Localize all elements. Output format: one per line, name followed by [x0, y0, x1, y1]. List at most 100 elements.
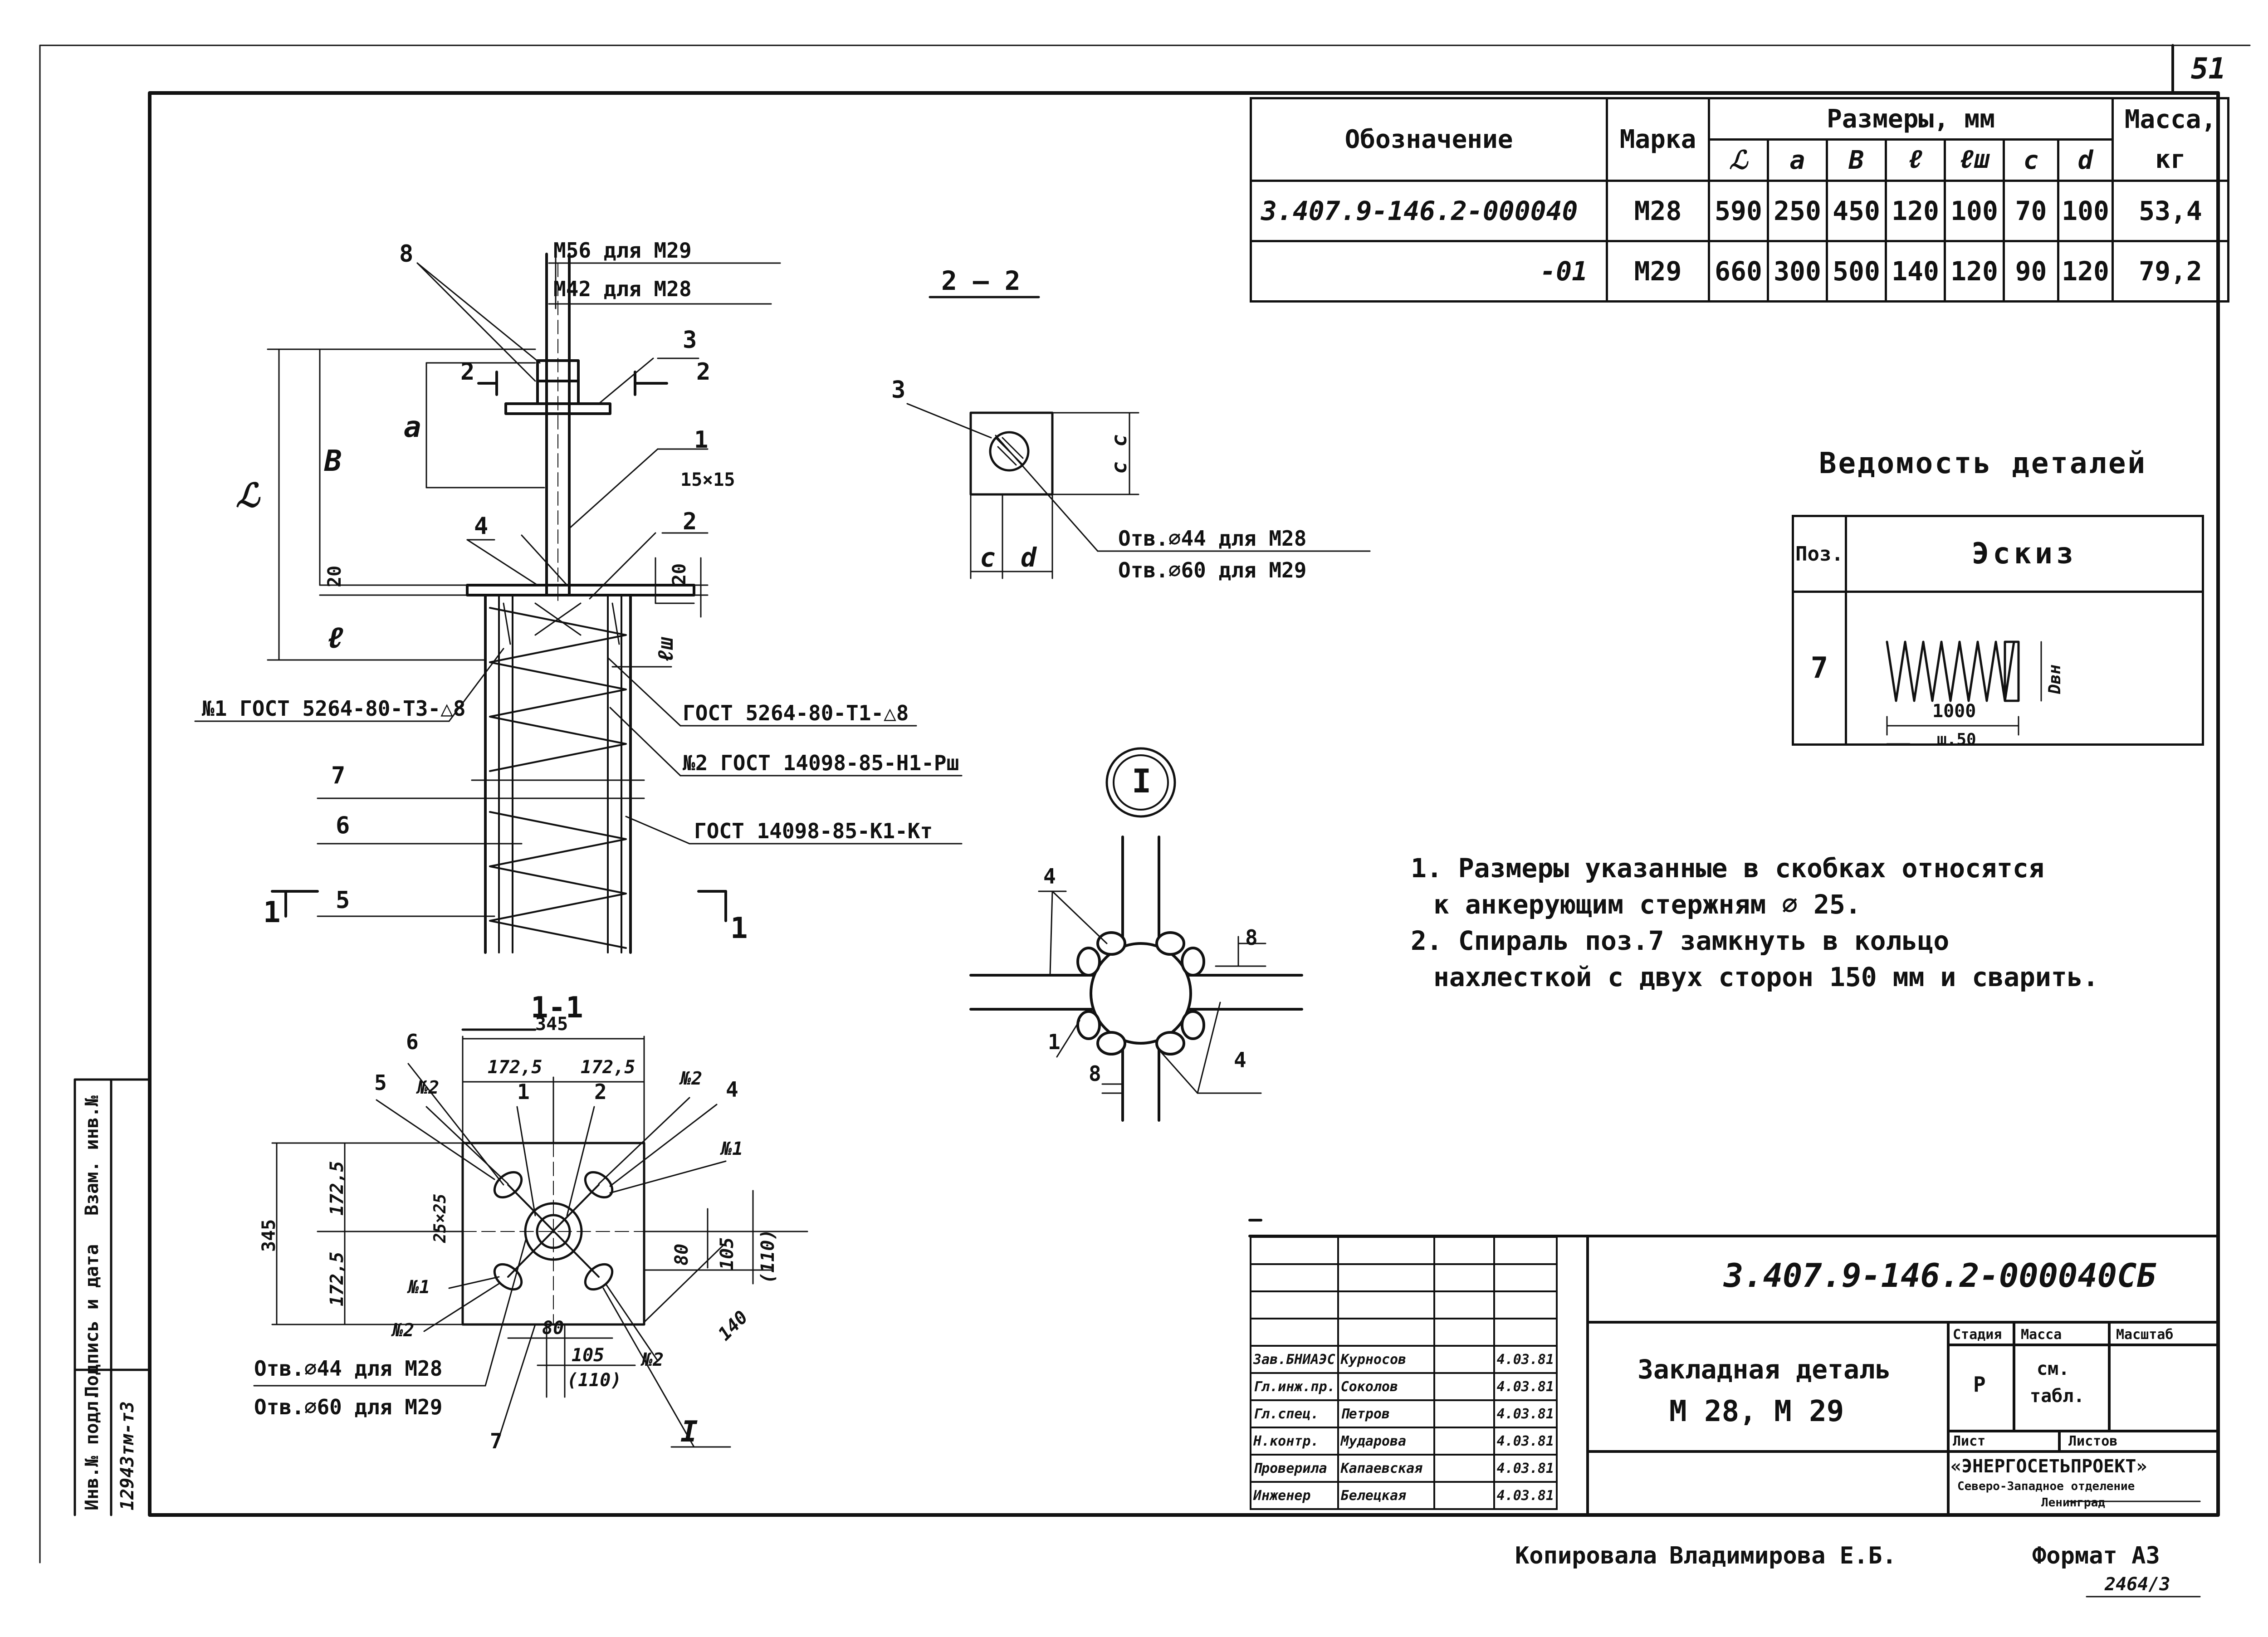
sec11-n2d: №2	[642, 1349, 664, 1370]
spec-row2-mark: М29	[1606, 240, 1710, 303]
spec-row2-l: 140	[1885, 240, 1946, 303]
dim-105-h: 105	[572, 1345, 605, 1366]
dim-sq: 15×15	[680, 469, 735, 490]
weld-t1-label: ГОСТ 5264-80-Т1-△8	[683, 701, 909, 725]
sec22-dim-c1: c	[1107, 461, 1131, 474]
weld-2-label: №2 ГОСТ 14098-85-Н1-Рш	[683, 751, 959, 775]
org-name: «ЭНЕРГОСЕТЬПРОЕКТ»	[1950, 1456, 2147, 1477]
spec-row2-a: 300	[1767, 240, 1828, 303]
spec-row1-l: 120	[1885, 180, 1946, 242]
sec11-pos-7: 7	[490, 1429, 503, 1453]
dim-L: ℒ	[236, 476, 259, 514]
parts-row-sketch	[1845, 591, 2204, 746]
sheets-header: Листов	[2068, 1433, 2118, 1449]
sig-role-1: Гл.инж.пр.	[1250, 1372, 1339, 1401]
dim-345-w: 345	[535, 1014, 568, 1035]
detail-i-drawing	[969, 747, 1303, 1122]
spec-row1-lsh: 100	[1944, 180, 2005, 242]
sig-role-3: Н.контр.	[1250, 1427, 1339, 1456]
sec11-pos-1: 1	[517, 1080, 530, 1104]
section-2-2-title: 2 – 2	[941, 265, 1021, 296]
dim-l: ℓ	[327, 621, 344, 655]
stamp-inv-repl: Взам. инв.№	[82, 1095, 103, 1216]
stamp-inv-value: 12943тм-т3	[117, 1401, 138, 1510]
table-row: Инженер Белецкая 4.03.81	[1250, 1481, 1558, 1510]
title-block-lines	[1248, 1219, 2219, 1516]
weld-k1-label: ГОСТ 14098-85-К1-Кт	[694, 819, 933, 843]
sig-role-5: Инженер	[1250, 1481, 1339, 1510]
note-2-cont: нахлесткой с двух сторон 150 мм и сварит…	[1433, 962, 2099, 992]
dim-172-b: 172,5	[327, 1251, 347, 1306]
dim-chamfer: 25×25	[431, 1193, 450, 1243]
spec-row1-c: 70	[2003, 180, 2059, 242]
format-label: Формат А3	[2032, 1542, 2160, 1569]
sec11-pos-4: 4	[726, 1077, 738, 1102]
sig-name-3: Мударова	[1337, 1427, 1435, 1456]
dim-345-h: 345	[259, 1219, 279, 1252]
parts-col-sketch: Эскиз	[1845, 515, 2204, 593]
section-1-1-drawing	[461, 1028, 645, 1326]
sig-date-2: 4.03.81	[1493, 1399, 1558, 1428]
spec-header-mark: Марка	[1606, 97, 1710, 182]
sec-1-right: 1	[730, 912, 748, 945]
spec-row1-mark: М28	[1606, 180, 1710, 242]
sec22-pos-3: 3	[891, 376, 906, 404]
sig-role-0: Зав.БНИАЭС	[1250, 1345, 1339, 1374]
copied-label: Копировала	[1515, 1542, 1657, 1569]
stamp-sign-date: Подпись и дата	[82, 1244, 103, 1397]
bolt-m56-label: М56 для М29	[553, 238, 692, 263]
sig-date-0: 4.03.81	[1493, 1345, 1558, 1374]
sec22-hole-m28: Отв.⌀44 для М28	[1118, 526, 1307, 551]
parts-list-title: Ведомость деталей	[1819, 447, 2147, 480]
parts-col-pos: Поз.	[1792, 515, 1847, 593]
spec-header-mass-unit: кг	[2112, 139, 2229, 182]
spec-row2-mass: 79,2	[2112, 240, 2229, 303]
sec11-n1b: №1	[408, 1277, 430, 1298]
weld-1-label: №1 ГОСТ 5264-80-Т3-△8	[202, 696, 466, 721]
spec-header-dimensions: Размеры, мм	[1708, 97, 2114, 141]
sec-1-left: 1	[263, 896, 281, 929]
dim-b: B	[324, 445, 342, 478]
sec11-n1a: №1	[721, 1139, 743, 1159]
spec-row1-designation: 3.407.9-146.2-000040	[1250, 180, 1608, 242]
pos-3: 3	[683, 327, 697, 354]
main-view-dimensions	[194, 253, 963, 917]
section-1-1-dimensions	[253, 1036, 808, 1448]
sig-name-4: Капаевская	[1337, 1454, 1435, 1483]
pos-8: 8	[399, 240, 414, 268]
sheet-number: 51	[2191, 52, 2226, 86]
sec11-pos-5: 5	[374, 1070, 387, 1095]
dim-110-h: (110)	[567, 1370, 622, 1391]
mass-value-1: см.	[2037, 1358, 2070, 1379]
note-2: 2. Спираль поз.7 замкнуть в кольцо	[1411, 925, 1950, 956]
sig-name-2: Петров	[1337, 1399, 1435, 1428]
pos-6: 6	[336, 812, 350, 839]
note-1: 1. Размеры указанные в скобках относятся	[1411, 853, 2044, 884]
dim-80-h: 80	[542, 1318, 564, 1339]
spec-row1-d: 100	[2057, 180, 2114, 242]
detail-pos-8b: 8	[1089, 1061, 1101, 1086]
sig-name-1: Соколов	[1337, 1372, 1435, 1401]
sig-role-2: Гл.спец.	[1250, 1399, 1339, 1428]
sig-mark-4	[1433, 1454, 1495, 1483]
underlines	[2068, 1500, 2201, 1598]
parts-list-table: Поз. Эскиз 7	[1792, 515, 2204, 746]
sec-2-right: 2	[696, 358, 711, 386]
pos-2: 2	[683, 508, 697, 535]
sig-name-0: Курносов	[1337, 1345, 1435, 1374]
table-row: Гл.инж.пр. Соколов 4.03.81	[1250, 1372, 1558, 1401]
dim-80-v: 80	[671, 1243, 692, 1266]
sec22-hole-m29: Отв.⌀60 для М29	[1118, 558, 1307, 582]
detail-pos-8a: 8	[1245, 925, 1258, 950]
bolt-m42-label: М42 для М28	[553, 277, 692, 301]
doc-code: 3.407.9-146.2-000040СБ	[1724, 1256, 2156, 1295]
detail-ref-i: I	[680, 1415, 698, 1449]
parts-row-pos: 7	[1792, 591, 1847, 746]
spec-row2-d: 120	[2057, 240, 2114, 303]
sig-date-4: 4.03.81	[1493, 1454, 1558, 1483]
spec-col-c: c	[2003, 138, 2059, 182]
sec-2-left: 2	[460, 358, 475, 386]
spec-row2-b: 500	[1826, 240, 1887, 303]
sig-date-1: 4.03.81	[1493, 1372, 1558, 1401]
sig-mark-0	[1433, 1345, 1495, 1374]
